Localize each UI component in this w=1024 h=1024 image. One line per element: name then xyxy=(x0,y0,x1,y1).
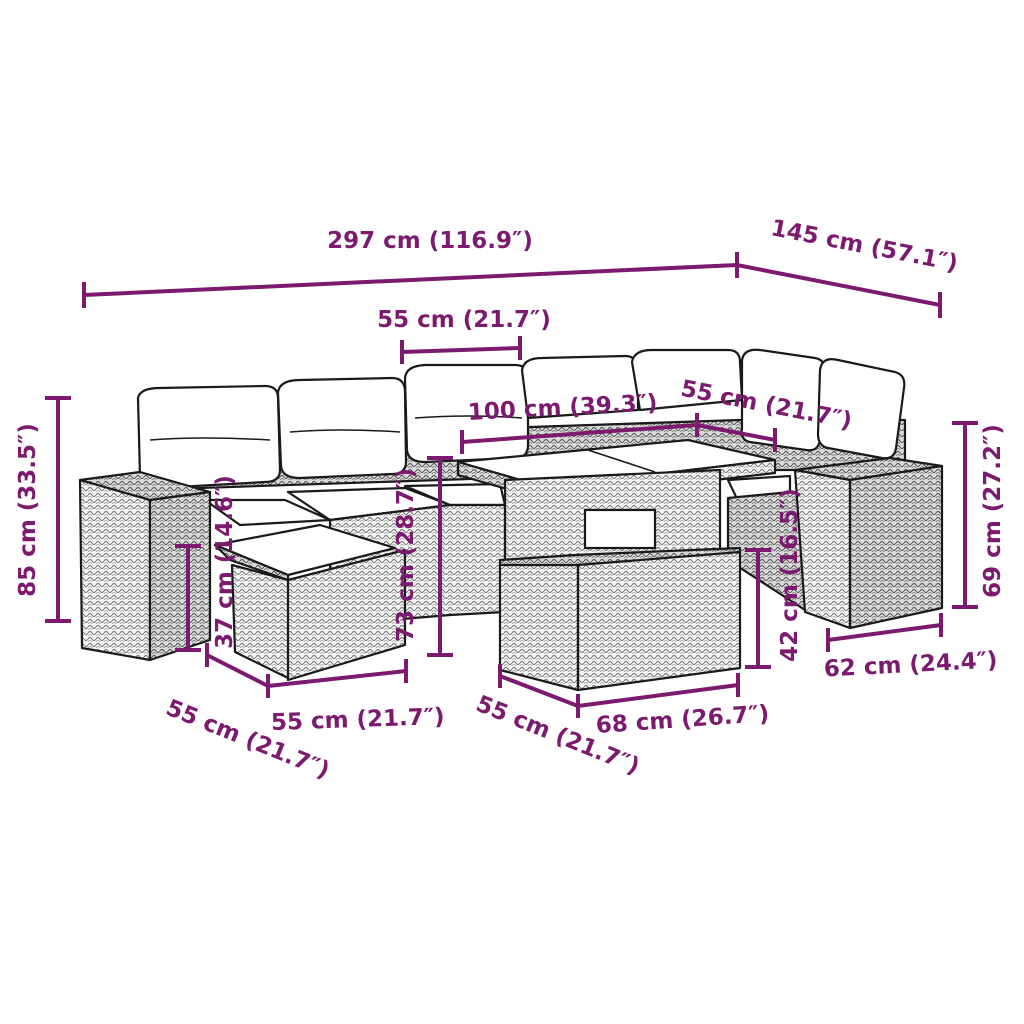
label-stool-height: 42 cm (16.5″) xyxy=(777,488,803,662)
label-table-height: 73 cm (28.7″) xyxy=(393,468,419,642)
ottoman xyxy=(213,523,407,682)
stool xyxy=(498,546,742,692)
dimension-lines xyxy=(45,252,978,718)
dining-table xyxy=(456,438,777,572)
seat-cushions xyxy=(203,474,792,527)
label-sofa-height: 85 cm (33.5″) xyxy=(15,423,41,597)
label-side-table-height: 69 cm (27.2″) xyxy=(980,424,1006,598)
label-module-width: 55 cm (21.7″) xyxy=(377,307,551,333)
label-cushion-height: 37 cm (14.6″) xyxy=(212,475,238,649)
label-total-depth: 145 cm (57.1″) xyxy=(769,215,960,277)
left-side-table xyxy=(78,470,212,662)
right-side-table xyxy=(793,456,944,630)
label-ottoman-width: 55 cm (21.7″) xyxy=(271,704,445,736)
label-total-length: 297 cm (116.9″) xyxy=(327,228,533,254)
label-side-table-width: 62 cm (24.4″) xyxy=(823,647,998,682)
label-stool-width: 68 cm (26.7″) xyxy=(595,701,770,739)
